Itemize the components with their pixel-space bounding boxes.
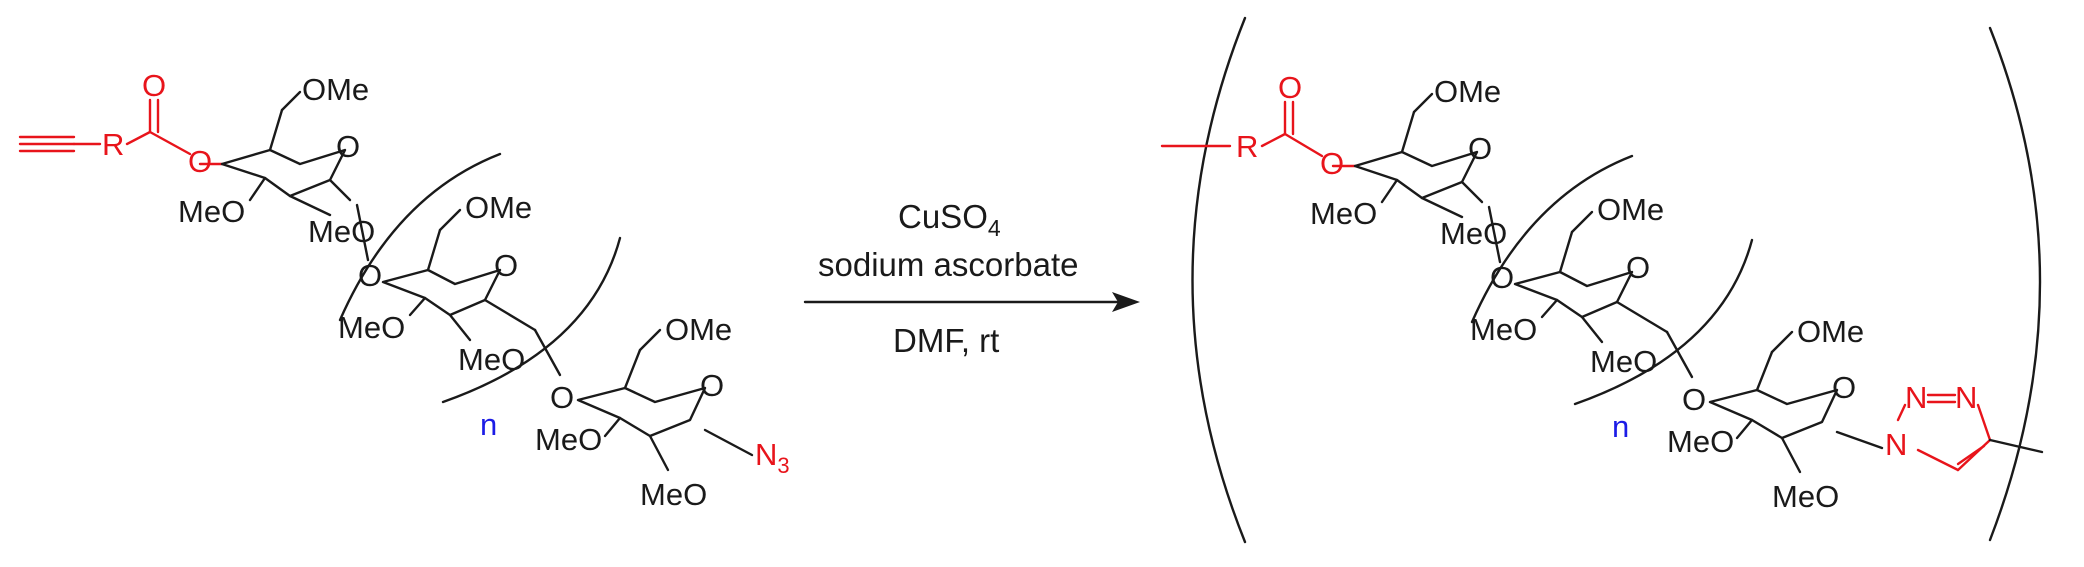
product-meo-3b: MeO <box>1772 479 1839 514</box>
alkyne-triple-bond <box>18 135 102 153</box>
reagent-1-name: CuSO <box>898 198 988 235</box>
product: R O O OMe O MeO MeO O OMe O <box>1160 16 2044 544</box>
product-repeat-n: n <box>1612 409 1629 444</box>
triazole-n3: N <box>1955 380 1977 415</box>
product-sugar-ring-1 <box>1353 92 1484 219</box>
reactant-ome-3: OMe <box>665 312 732 347</box>
product-meo-3a: MeO <box>1667 424 1734 459</box>
reactant-meo-2b: MeO <box>458 342 525 377</box>
product-ome-3: OMe <box>1797 314 1864 349</box>
product-sugar-ring-3 <box>1708 330 1884 474</box>
product-ring-o-1: O <box>1468 131 1492 166</box>
triazole-ring <box>1896 393 2044 472</box>
product-ester-bonds <box>1160 100 1357 168</box>
ester-bonds <box>125 98 224 166</box>
reactant-ring-o-2: O <box>494 248 518 283</box>
sugar-ring-1 <box>220 90 352 217</box>
reactant-meo-3b: MeO <box>640 477 707 512</box>
triazole-n1: N <box>1885 427 1907 462</box>
azide-n: N <box>755 437 777 472</box>
azide-subscript: 3 <box>777 453 789 478</box>
reagent-1-subscript: 4 <box>988 215 1001 241</box>
reactant-meo-3a: MeO <box>535 422 602 457</box>
reactant-meo-2a: MeO <box>338 310 405 345</box>
reaction-arrow-head <box>1112 292 1140 312</box>
product-meo-2b: MeO <box>1590 344 1657 379</box>
product-repeat-bracket-right <box>1573 238 1754 406</box>
reactant-carbonyl-o: O <box>142 68 166 103</box>
glycosidic-bond-1 <box>355 203 370 262</box>
product-sugar-ring-2 <box>1513 210 1669 344</box>
product-glycosidic-bond-1 <box>1487 205 1502 264</box>
reactant-ester-o: O <box>188 144 212 179</box>
reactant-link-o-2: O <box>550 380 574 415</box>
product-ring-o-2: O <box>1626 250 1650 285</box>
product-meo-1a: MeO <box>1310 196 1377 231</box>
reactant: R O O OMe O MeO MeO O <box>18 68 790 512</box>
reactant-r-label: R <box>102 127 124 162</box>
reagent-1: CuSO4 <box>898 198 1001 241</box>
polymer-bracket-left <box>1191 16 1247 544</box>
reactant-ring-o-3: O <box>700 368 724 403</box>
product-glycosidic-bond-2 <box>1665 330 1694 379</box>
reactant-azide: N3 <box>755 437 790 478</box>
solvent-conditions: DMF, rt <box>893 322 999 359</box>
reactant-ome-1: OMe <box>302 72 369 107</box>
glycosidic-bond-2 <box>533 328 562 377</box>
reactant-repeat-n: n <box>480 407 497 442</box>
product-carbonyl-o: O <box>1278 70 1302 105</box>
product-repeat-bracket-left <box>1470 154 1634 324</box>
reagent-2: sodium ascorbate <box>818 246 1078 283</box>
repeat-bracket-right <box>441 236 622 404</box>
product-ring-o-3: O <box>1832 370 1856 405</box>
reactant-ome-2: OMe <box>465 190 532 225</box>
product-ester-o: O <box>1320 146 1344 181</box>
product-r-label: R <box>1236 129 1258 164</box>
sugar-ring-3 <box>576 328 754 472</box>
product-meo-2a: MeO <box>1470 312 1537 347</box>
reactant-meo-1a: MeO <box>178 194 245 229</box>
product-ome-1: OMe <box>1434 74 1501 109</box>
reaction-conditions: CuSO4 sodium ascorbate DMF, rt <box>803 198 1140 359</box>
polymer-bracket-right <box>1988 26 2042 542</box>
reactant-ring-o-1: O <box>336 129 360 164</box>
sugar-ring-2 <box>381 208 537 342</box>
triazole-n2: N <box>1905 380 1927 415</box>
product-ome-2: OMe <box>1597 192 1664 227</box>
product-link-o-2: O <box>1682 382 1706 417</box>
repeat-bracket-left <box>338 152 502 322</box>
